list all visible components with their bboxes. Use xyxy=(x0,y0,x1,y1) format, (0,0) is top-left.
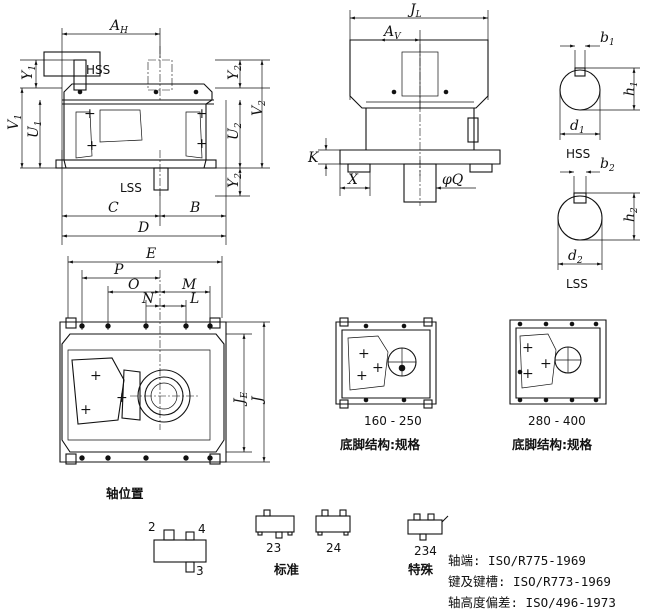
label-hss-right: HSS xyxy=(566,147,590,161)
label-C: C xyxy=(108,200,119,216)
label-h2: h2 xyxy=(622,207,640,222)
label-U2: U2 xyxy=(226,122,244,140)
svg-text:+: + xyxy=(196,106,208,122)
label-D: D xyxy=(137,220,149,236)
label-pos-234: 234 xyxy=(414,544,437,558)
label-V1: V1 xyxy=(6,114,24,130)
label-B: B xyxy=(189,200,200,216)
label-d2: d2 xyxy=(568,248,583,266)
label-AH: AH xyxy=(108,18,128,36)
shaft-section-lss: b2 h2 d2 LSS xyxy=(557,156,640,291)
svg-text:+: + xyxy=(84,106,96,122)
svg-text:+: + xyxy=(356,368,368,384)
label-pos-3: 3 xyxy=(196,564,204,578)
caption-range-large: 280 - 400 xyxy=(528,414,586,428)
label-X: X xyxy=(347,172,359,188)
caption-foot-large: 底脚结构:规格 xyxy=(512,437,592,452)
label-JE: JE xyxy=(232,391,250,407)
label-JL: JL xyxy=(407,2,422,20)
caption-foot-small: 底脚结构:规格 xyxy=(340,437,420,452)
label-AV: AV xyxy=(382,24,402,42)
caption-range-small: 160 - 250 xyxy=(364,414,422,428)
label-pos-24: 24 xyxy=(326,541,341,555)
svg-text:+: + xyxy=(116,390,128,406)
label-P: P xyxy=(113,262,124,278)
label-Y2-top: Y2 xyxy=(226,65,244,80)
front-view: + + + + AH Y1 V1 U1 Y2 U2 V2 Y2 HSS LSS … xyxy=(6,18,270,245)
svg-text:+: + xyxy=(522,340,534,356)
plan-view: + + + E P O M N L JE J xyxy=(59,246,270,465)
label-h1: h1 xyxy=(622,81,640,96)
label-V2: V2 xyxy=(250,100,268,116)
note-shaft-height-tolerance: 轴高度偏差: ISO/496-1973 xyxy=(448,595,616,610)
caption-shaft-position: 轴位置 xyxy=(106,486,144,501)
foot-structure-large: + + + 280 - 400 底脚结构:规格 xyxy=(509,319,607,452)
label-pos-4: 4 xyxy=(198,522,206,536)
shaft-position-icon-234-full: 2 4 3 xyxy=(148,520,207,578)
label-hss-top: HSS xyxy=(86,63,110,77)
svg-text:+: + xyxy=(358,346,370,362)
label-d1: d1 xyxy=(570,118,585,136)
label-O: O xyxy=(128,277,140,293)
label-lss-right: LSS xyxy=(566,277,588,291)
side-view: JL AV K X φQ xyxy=(307,2,501,206)
caption-special: 特殊 xyxy=(408,562,434,577)
shaft-position-icon-234: 234 xyxy=(407,513,449,558)
label-pos-23: 23 xyxy=(266,541,281,555)
shaft-position-icon-24: 24 xyxy=(315,509,351,555)
label-lss-top: LSS xyxy=(120,181,142,195)
foot-structure-small: + + + 160 - 250 底脚结构:规格 xyxy=(335,317,437,452)
label-pos-2: 2 xyxy=(148,520,156,534)
svg-text:+: + xyxy=(196,136,208,152)
label-b2: b2 xyxy=(600,156,615,174)
note-key-keyway: 键及键槽: ISO/R773-1969 xyxy=(448,574,611,589)
caption-standard: 标准 xyxy=(273,562,300,577)
label-K: K xyxy=(307,150,320,166)
note-shaft-end: 轴端: ISO/R775-1969 xyxy=(448,553,586,568)
shaft-position-icon-23: 23 xyxy=(255,509,295,555)
label-J: J xyxy=(250,395,266,405)
svg-text:+: + xyxy=(90,368,102,384)
svg-text:+: + xyxy=(540,356,552,372)
label-Y2-bottom: Y2 xyxy=(226,173,244,188)
label-Y1: Y1 xyxy=(20,65,38,80)
label-E: E xyxy=(145,246,156,262)
svg-text:+: + xyxy=(80,402,92,418)
label-U1: U1 xyxy=(26,120,44,138)
label-phiQ: φQ xyxy=(442,172,464,188)
label-b1: b1 xyxy=(600,30,615,48)
label-L: L xyxy=(189,291,199,307)
svg-text:+: + xyxy=(86,138,98,154)
svg-text:+: + xyxy=(372,360,384,376)
shaft-section-hss: b1 h1 d1 HSS xyxy=(559,30,640,161)
label-N: N xyxy=(141,291,155,307)
label-M: M xyxy=(181,277,197,293)
svg-text:+: + xyxy=(522,366,534,382)
